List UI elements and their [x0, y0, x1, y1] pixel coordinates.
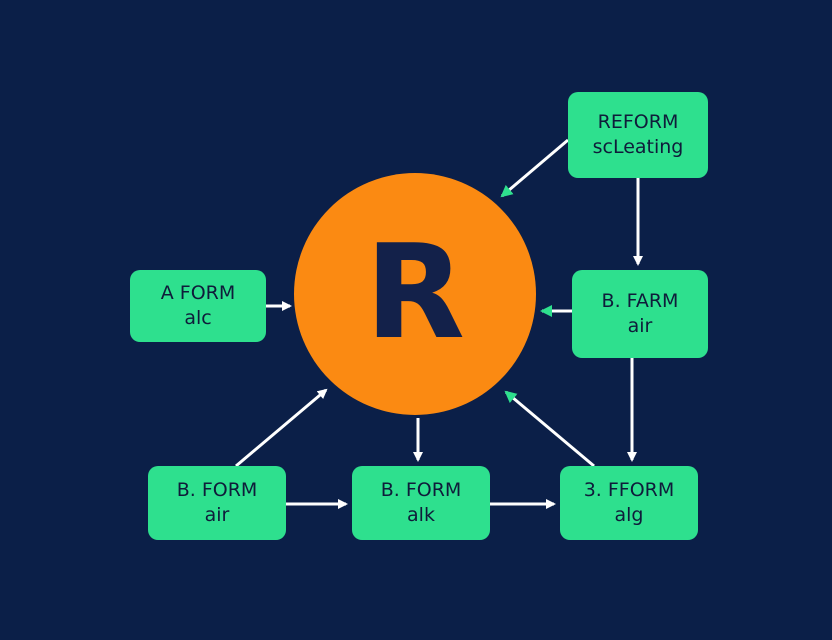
node-b-form-air-title: B. FORM: [176, 479, 258, 501]
node-ffform-subtitle: alg: [614, 504, 644, 526]
node-ffform-title: 3. FFORM: [583, 479, 675, 501]
arrow-bformair-to-hub: [235, 388, 328, 468]
arrow-ffform-to-hub: [504, 390, 595, 468]
node-b-farm: B. FARM air: [572, 270, 708, 358]
node-b-form-alk: B. FORM alk: [352, 466, 490, 540]
node-a-form: A FORM alc: [130, 270, 266, 342]
node-reform: REFORM scLeating: [568, 92, 708, 178]
node-reform-title: REFORM: [597, 111, 679, 133]
node-b-form-air-subtitle: air: [204, 504, 230, 526]
node-ffform: 3. FFORM alg: [560, 466, 698, 540]
hub-letter: R: [364, 216, 466, 368]
node-b-form-alk-title: B. FORM: [380, 479, 462, 501]
node-b-farm-subtitle: air: [627, 315, 653, 337]
hub-circle: R: [294, 173, 536, 415]
node-reform-subtitle: scLeating: [592, 136, 684, 158]
node-b-form-alk-subtitle: alk: [407, 504, 435, 526]
node-a-form-title: A FORM: [160, 282, 236, 304]
node-b-farm-title: B. FARM: [601, 290, 679, 312]
arrow-reform-to-hub: [500, 138, 569, 198]
node-a-form-subtitle: alc: [184, 307, 212, 329]
node-b-form-air: B. FORM air: [148, 466, 286, 540]
